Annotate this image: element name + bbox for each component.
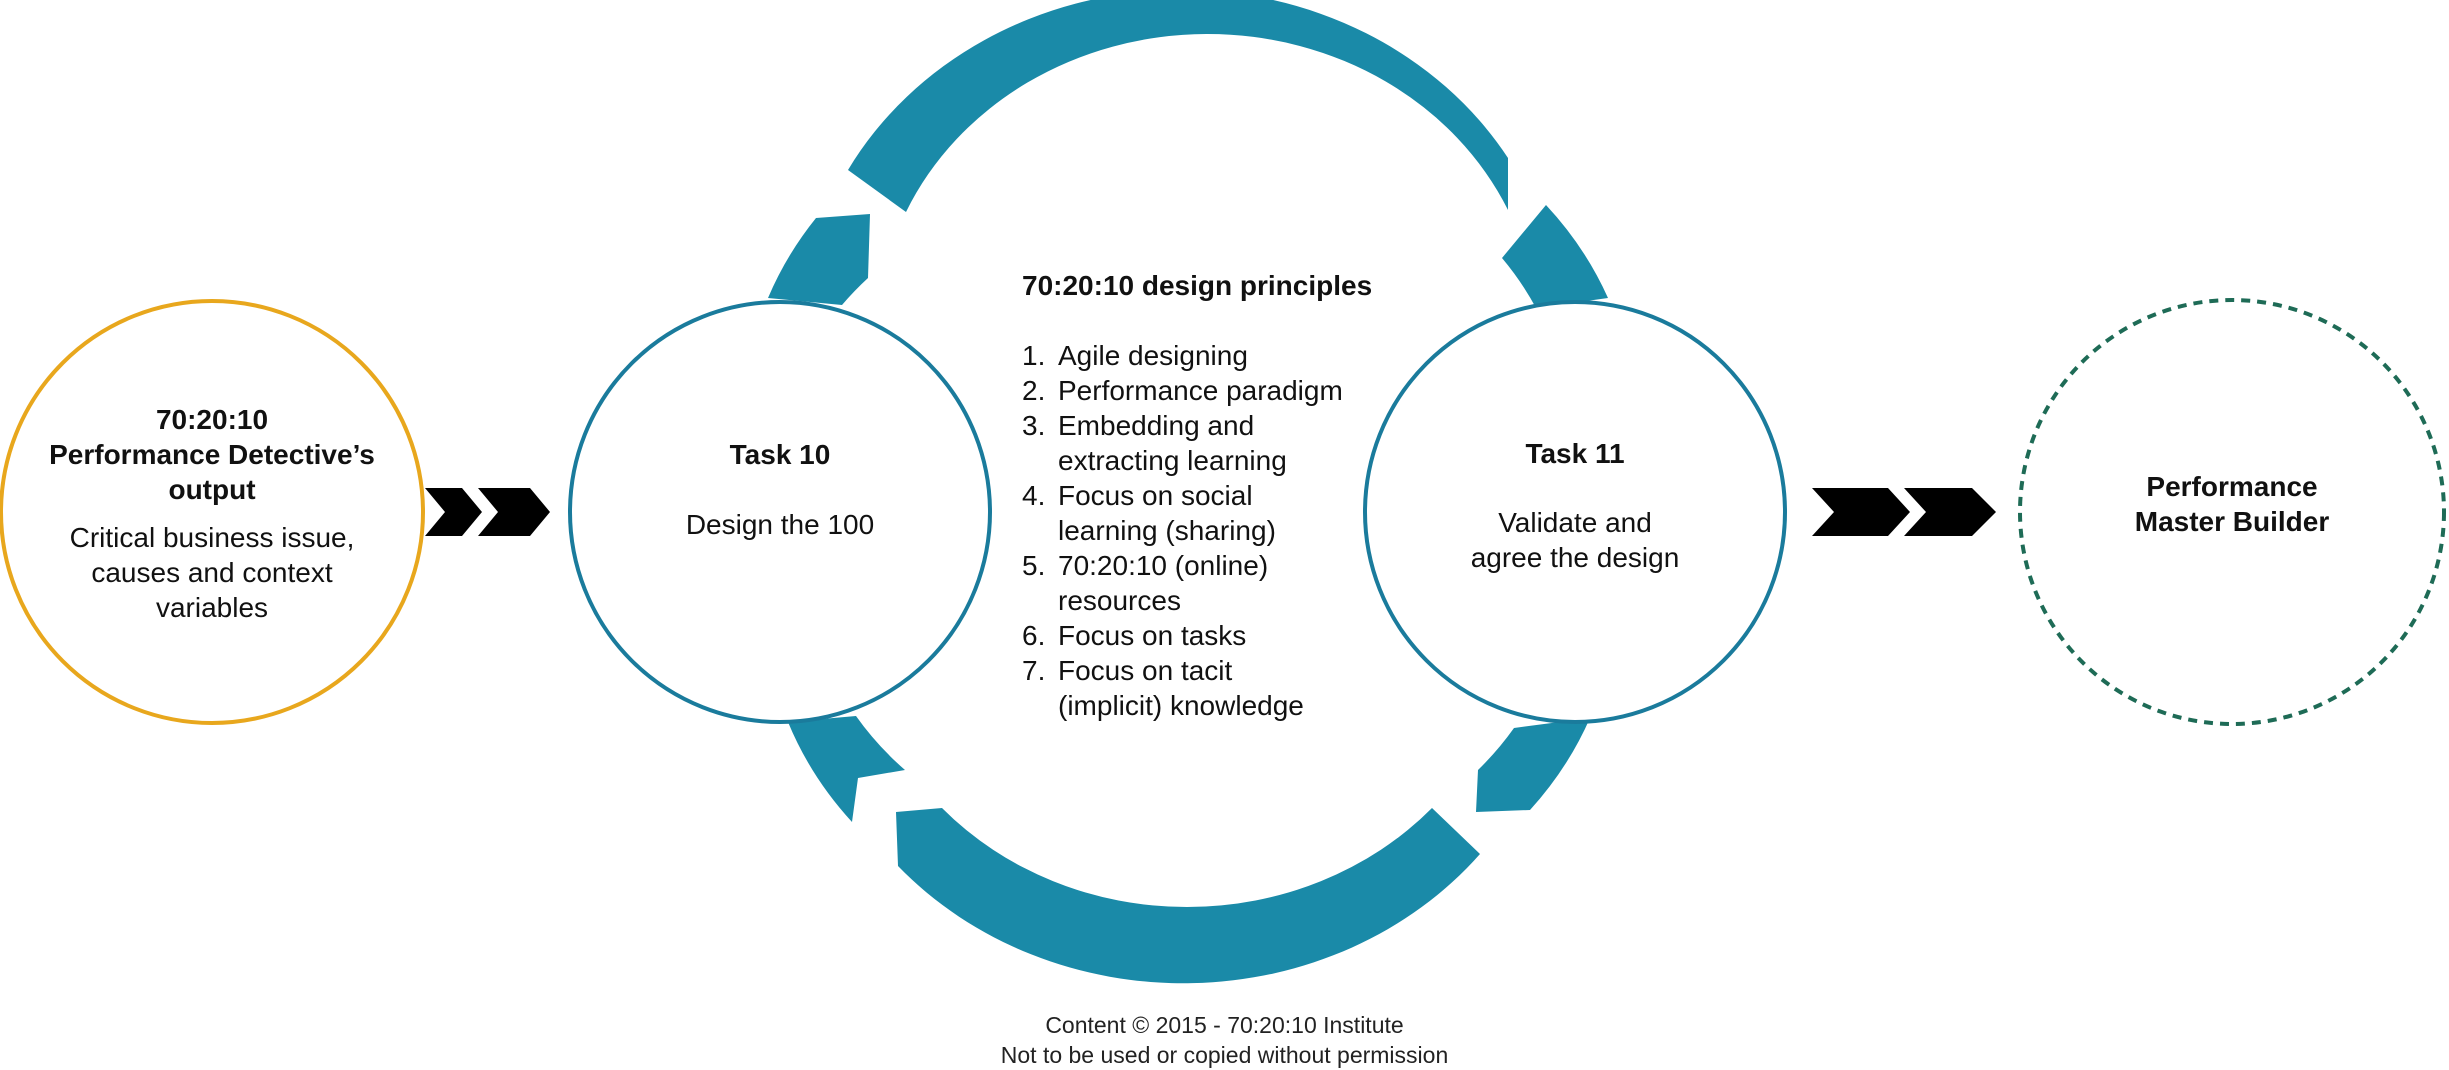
task10-title: Task 10 (729, 439, 831, 470)
output-line2: Master Builder (2134, 506, 2330, 537)
input-body-line2: causes and context (91, 557, 333, 588)
list-item: 5.70:20:10 (online)resources (1022, 550, 1269, 616)
chevron-icon (478, 488, 550, 536)
input-title-line3: output (168, 474, 256, 505)
chevrons-right (1812, 488, 1996, 536)
input-title-line1: 70:20:10 (155, 404, 269, 435)
task11-body-line1: Validate and (1498, 507, 1652, 538)
task10-circle (568, 300, 992, 724)
cycle-arrow-top (848, 0, 1508, 212)
list-item: 6.Focus on tasks (1022, 620, 1247, 651)
copyright-footer: Content © 2015 - 70:20:10 Institute Not … (0, 1010, 2449, 1070)
list-item: 2.Performance paradigm (1022, 375, 1343, 406)
task11-title: Task 11 (1525, 438, 1625, 469)
principles-heading: 70:20:10 design principles (1022, 270, 1373, 301)
input-body-line1: Critical business issue, (69, 522, 355, 553)
task10-body: Design the 100 (685, 509, 875, 540)
input-text: 70:20:10 Performance Detective’s output … (12, 402, 412, 625)
task11-circle (1363, 300, 1787, 724)
output-line1: Performance (2146, 471, 2318, 502)
chevrons-left (425, 488, 550, 536)
output-text: Performance Master Builder (2032, 469, 2432, 539)
list-item: 1.Agile designing (1022, 340, 1248, 371)
principles-list: 1.Agile designing 2.Performance paradigm… (1022, 338, 1372, 723)
task11-text: Task 11 Validate and agree the design (1375, 436, 1775, 575)
chevron-icon (1812, 488, 1910, 536)
cycle-arrow-lower-right (1476, 718, 1590, 812)
input-title-line2: Performance Detective’s (49, 439, 375, 470)
input-circle (0, 299, 425, 725)
footer-line2: Not to be used or copied without permiss… (1000, 1042, 1449, 1068)
design-principles: 70:20:10 design principles 1.Agile desig… (1022, 268, 1372, 723)
cycle-arrow-right (1502, 205, 1608, 308)
task11-body-line2: agree the design (1470, 542, 1680, 573)
chevron-icon (1904, 488, 1996, 536)
footer-line1: Content © 2015 - 70:20:10 Institute (1045, 1012, 1404, 1038)
chevron-icon (425, 488, 482, 536)
task10-text: Task 10 Design the 100 (580, 437, 980, 542)
cycle-arrow-upper-left (768, 214, 870, 305)
input-body-line3: variables (155, 592, 269, 623)
cycle-arrow-lower-left (788, 716, 905, 822)
cycle-arrows (768, 0, 1608, 984)
output-circle (2018, 298, 2446, 726)
list-item: 7.Focus on tacit(implicit) knowledge (1022, 655, 1304, 721)
cycle-arrow-bottom (896, 808, 1480, 984)
